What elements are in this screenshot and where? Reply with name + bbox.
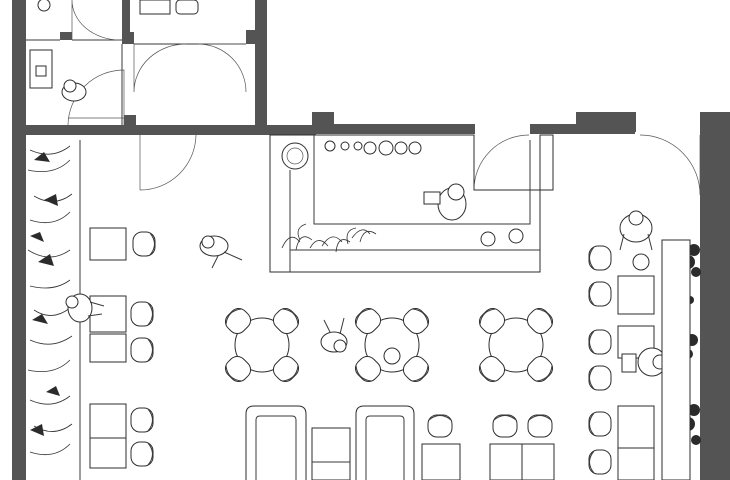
chair-back	[536, 365, 553, 382]
square-table	[89, 403, 127, 439]
booth-right	[355, 405, 415, 480]
chair	[130, 337, 154, 363]
chair	[526, 355, 554, 383]
person-walking	[199, 235, 243, 269]
chair-back	[149, 232, 155, 256]
person-at-counter-end	[619, 210, 653, 251]
chair-back	[412, 365, 429, 382]
chair-back	[589, 366, 595, 390]
round-table	[488, 317, 544, 373]
chair-back	[428, 415, 452, 421]
chair	[224, 355, 252, 383]
square-table	[617, 275, 655, 315]
chair	[130, 301, 154, 327]
chair-back	[528, 415, 552, 421]
bar-door-swing	[473, 134, 530, 191]
chair-back	[225, 365, 242, 382]
chair	[478, 307, 506, 335]
entry-door-swing	[139, 134, 197, 191]
table-plate	[383, 347, 401, 365]
fruit-bowl	[281, 142, 309, 170]
chair	[588, 245, 612, 271]
chair	[526, 307, 554, 335]
side-door-swing	[639, 134, 701, 196]
chair	[402, 355, 430, 383]
chair-back	[589, 330, 595, 354]
chair-back	[589, 450, 595, 474]
walls	[12, 0, 730, 480]
person-standing	[320, 317, 348, 353]
counter-plants	[281, 223, 377, 253]
chair-back	[479, 308, 496, 325]
chair	[588, 411, 612, 437]
chair	[588, 329, 612, 355]
cups	[324, 140, 422, 156]
chair	[272, 355, 300, 383]
barista	[423, 183, 467, 221]
chair	[130, 441, 154, 467]
booth-seating	[245, 405, 415, 480]
chair-back	[147, 408, 153, 432]
chair	[588, 365, 612, 391]
chair-back	[147, 338, 153, 362]
side-plate	[632, 253, 650, 271]
round-table	[364, 317, 420, 373]
round-table-set	[354, 307, 430, 383]
chair	[132, 231, 156, 257]
person-at-left-table	[65, 293, 105, 323]
left-table-group	[89, 227, 156, 469]
round-table-set	[224, 307, 300, 383]
chair	[492, 414, 518, 438]
counter-plate-2	[508, 228, 524, 244]
high-counter-right	[661, 239, 691, 480]
round-table-group	[224, 307, 554, 383]
chair-back	[282, 365, 299, 382]
chair	[224, 307, 252, 335]
square-table	[89, 227, 127, 261]
counter-plate	[480, 231, 496, 247]
chair-back	[493, 415, 517, 421]
chair-back	[589, 282, 595, 306]
patrons	[65, 210, 668, 377]
chair	[130, 407, 154, 433]
square-table	[89, 437, 127, 469]
booth-table	[311, 427, 351, 480]
chair-back	[536, 308, 553, 325]
chair	[402, 307, 430, 335]
chair-back	[589, 412, 595, 436]
chair	[478, 355, 506, 383]
chair	[588, 281, 612, 307]
chair-back	[412, 308, 429, 325]
chair-back	[355, 308, 372, 325]
chair	[527, 414, 553, 438]
chair-back	[225, 308, 242, 325]
chair	[427, 414, 453, 438]
restroom-area	[26, 0, 247, 126]
chair-back	[147, 442, 153, 466]
square-table	[89, 295, 127, 333]
round-table-set	[478, 307, 554, 383]
chair	[272, 307, 300, 335]
bar-counter	[269, 134, 554, 273]
chair-back	[355, 365, 372, 382]
chair-back	[147, 302, 153, 326]
booth-left	[245, 405, 307, 480]
chair-back	[479, 365, 496, 382]
chair-back	[589, 246, 595, 270]
chair	[354, 307, 382, 335]
square-table	[617, 405, 655, 449]
round-table	[234, 317, 290, 373]
bottom-tables	[421, 414, 555, 480]
chair	[354, 355, 382, 383]
square-table	[617, 447, 655, 480]
chair	[588, 449, 612, 475]
chair-back	[282, 308, 299, 325]
square-table	[89, 333, 127, 363]
